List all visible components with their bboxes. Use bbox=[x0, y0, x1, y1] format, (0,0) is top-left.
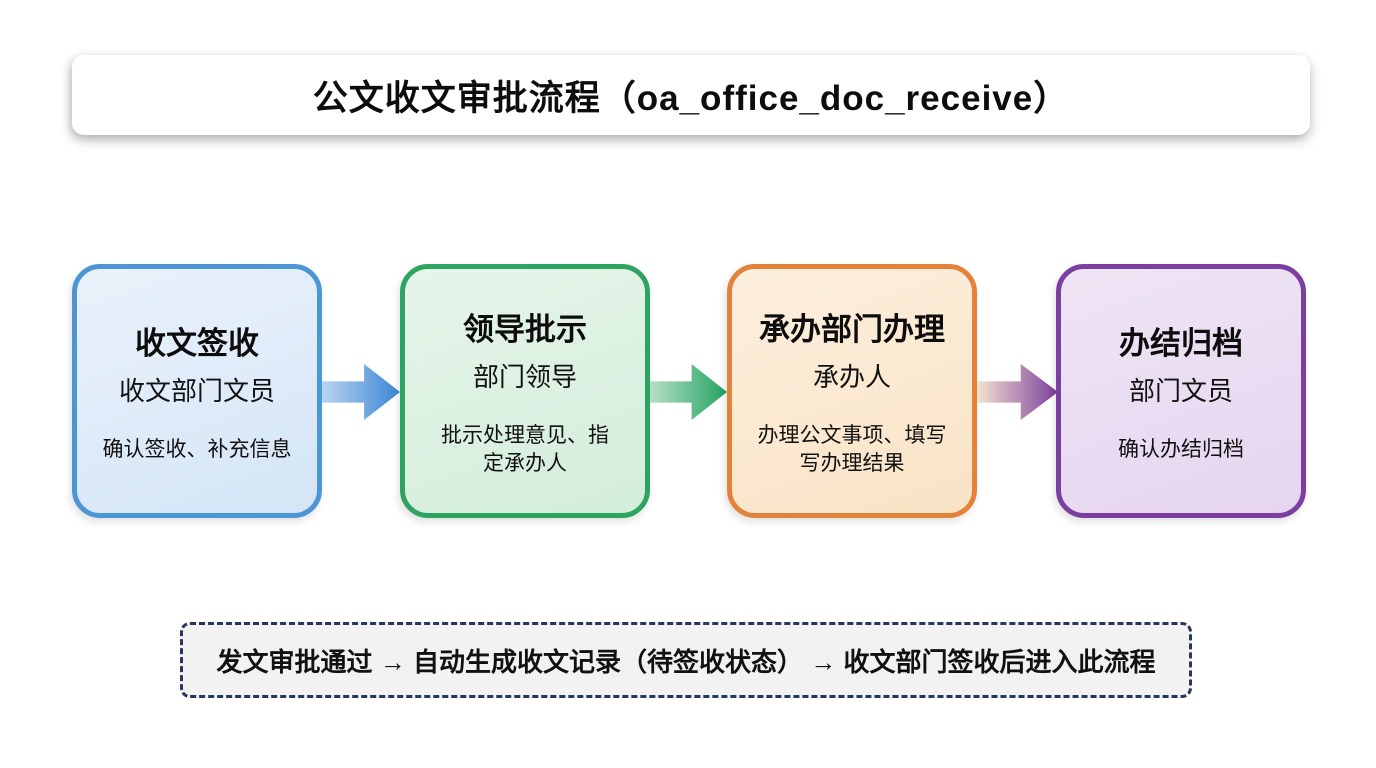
flow-arrow-3-icon bbox=[977, 364, 1058, 420]
step-role: 承办人 bbox=[812, 361, 891, 392]
step-name: 收文签收 bbox=[135, 325, 259, 361]
step-desc: 确认办结归档 bbox=[1118, 437, 1244, 461]
step-role: 部门文员 bbox=[1128, 375, 1233, 406]
step-card-receive-sign: 收文签收 收文部门文员 确认签收、补充信息 bbox=[72, 264, 322, 518]
step-name: 办结归档 bbox=[1119, 325, 1243, 361]
page-title: 公文收文审批流程（oa_office_doc_receive） bbox=[312, 78, 1070, 118]
step-card-archive: 办结归档 部门文员 确认办结归档 bbox=[1056, 264, 1306, 518]
footer-note-text: 发文审批通过 → 自动生成收文记录（待签收状态） → 收文部门签收后进入此流程 bbox=[216, 646, 1156, 677]
step-desc: 确认签收、补充信息 bbox=[102, 437, 292, 461]
step-card-leader-comment: 领导批示 部门领导 批示处理意见、指 定承办人 bbox=[400, 264, 650, 518]
step-desc: 批示处理意见、指 定承办人 bbox=[441, 423, 609, 475]
flow-arrow-1-icon bbox=[322, 364, 400, 420]
step-card-department-handle: 承办部门办理 承办人 办理公文事项、填写 写办理结果 bbox=[727, 264, 977, 518]
title-bar: 公文收文审批流程（oa_office_doc_receive） bbox=[72, 55, 1310, 135]
step-name: 承办部门办理 bbox=[759, 311, 945, 347]
step-role: 部门领导 bbox=[472, 361, 577, 392]
footer-note: 发文审批通过 → 自动生成收文记录（待签收状态） → 收文部门签收后进入此流程 bbox=[180, 622, 1192, 698]
step-name: 领导批示 bbox=[463, 311, 587, 347]
step-role: 收文部门文员 bbox=[118, 375, 275, 406]
step-desc: 办理公文事项、填写 写办理结果 bbox=[757, 423, 947, 475]
flow-arrow-2-icon bbox=[650, 364, 727, 420]
